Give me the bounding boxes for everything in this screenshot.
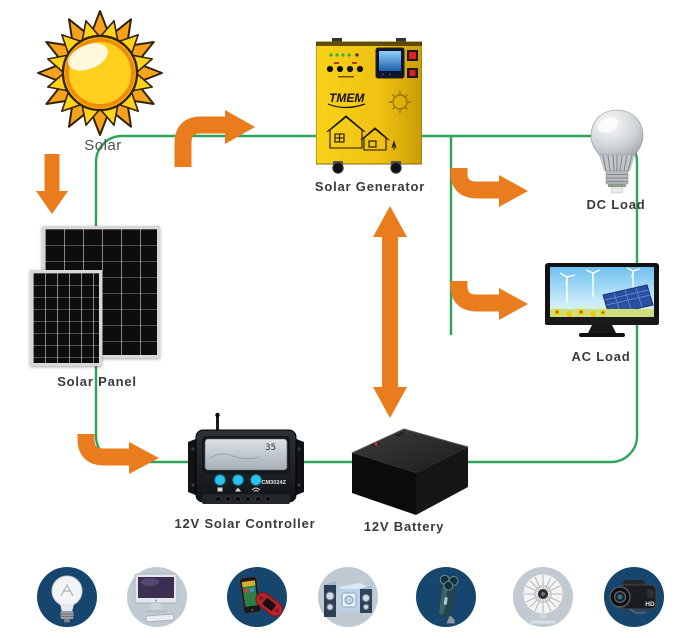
generator-led-indicators (329, 53, 359, 57)
controller-buttons (214, 474, 262, 492)
camera-hd-badge: HD (645, 601, 655, 608)
dc-load-label: DC Load (586, 197, 646, 212)
sun-icon (30, 8, 170, 138)
solar-panel-label: Solar Panel (57, 374, 137, 389)
desk-fan-icon (520, 571, 566, 625)
appliance-video-camera: HD (604, 567, 664, 627)
flow-arrow-solar-to-panel-icon (36, 154, 68, 214)
generator-wheels (332, 161, 402, 174)
solar-generator-icon: TMEM (315, 38, 423, 174)
solar-panel-front-icon (30, 270, 102, 366)
video-camera-icon: HD (609, 580, 657, 614)
solar-controller-label: 12V Solar Controller (174, 516, 316, 531)
appliance-mobile-devices (227, 567, 287, 627)
ac-load-label: AC Load (571, 349, 631, 364)
battery-terminals (369, 431, 407, 448)
flow-arrow-to-dc-load-icon (450, 168, 528, 207)
battery-icon (340, 417, 474, 519)
generator-lcd-screen (375, 47, 405, 79)
flow-arrow-generator-battery-bidirectional-icon (373, 206, 407, 418)
appliance-desktop-computer (127, 567, 187, 627)
dc-load-bulb-icon (586, 107, 648, 195)
flow-arrow-panel-to-controller-icon (77, 434, 159, 474)
ac-load-tv-icon (545, 263, 659, 340)
tv-sunflowers (553, 308, 606, 317)
generator-sun-doodle-icon (389, 91, 411, 113)
solar-controller-icon: 35 CM3024Z (186, 412, 306, 510)
mobile-devices-icon (239, 575, 283, 617)
generator-knobs (326, 62, 364, 78)
flow-arrows (36, 110, 528, 474)
appliance-desk-fan (513, 567, 573, 627)
generator-house-doodle-icon (326, 115, 397, 151)
solar-label: Solar (84, 137, 122, 154)
appliance-electric-shaver (416, 567, 476, 627)
light-bulb-icon (51, 575, 83, 623)
flow-arrow-to-ac-load-icon (450, 281, 528, 320)
tv-wind-turbines (559, 267, 641, 303)
controller-lcd-value: 35 (265, 443, 276, 453)
appliance-light-bulb (37, 567, 97, 627)
appliance-audio-speakers (318, 567, 378, 627)
electric-shaver-icon (437, 574, 459, 624)
generator-brand-text: TMEM (329, 91, 365, 105)
battery-label: 12V Battery (363, 519, 445, 534)
solar-generator-label: Solar Generator (314, 179, 426, 194)
desktop-computer-icon (134, 573, 178, 623)
controller-terminals (215, 496, 271, 502)
flow-arrow-solar-to-generator-icon (174, 110, 255, 167)
controller-model-text: CM3024Z (261, 480, 286, 486)
generator-power-buttons (407, 50, 418, 78)
audio-speakers-icon (324, 581, 372, 617)
